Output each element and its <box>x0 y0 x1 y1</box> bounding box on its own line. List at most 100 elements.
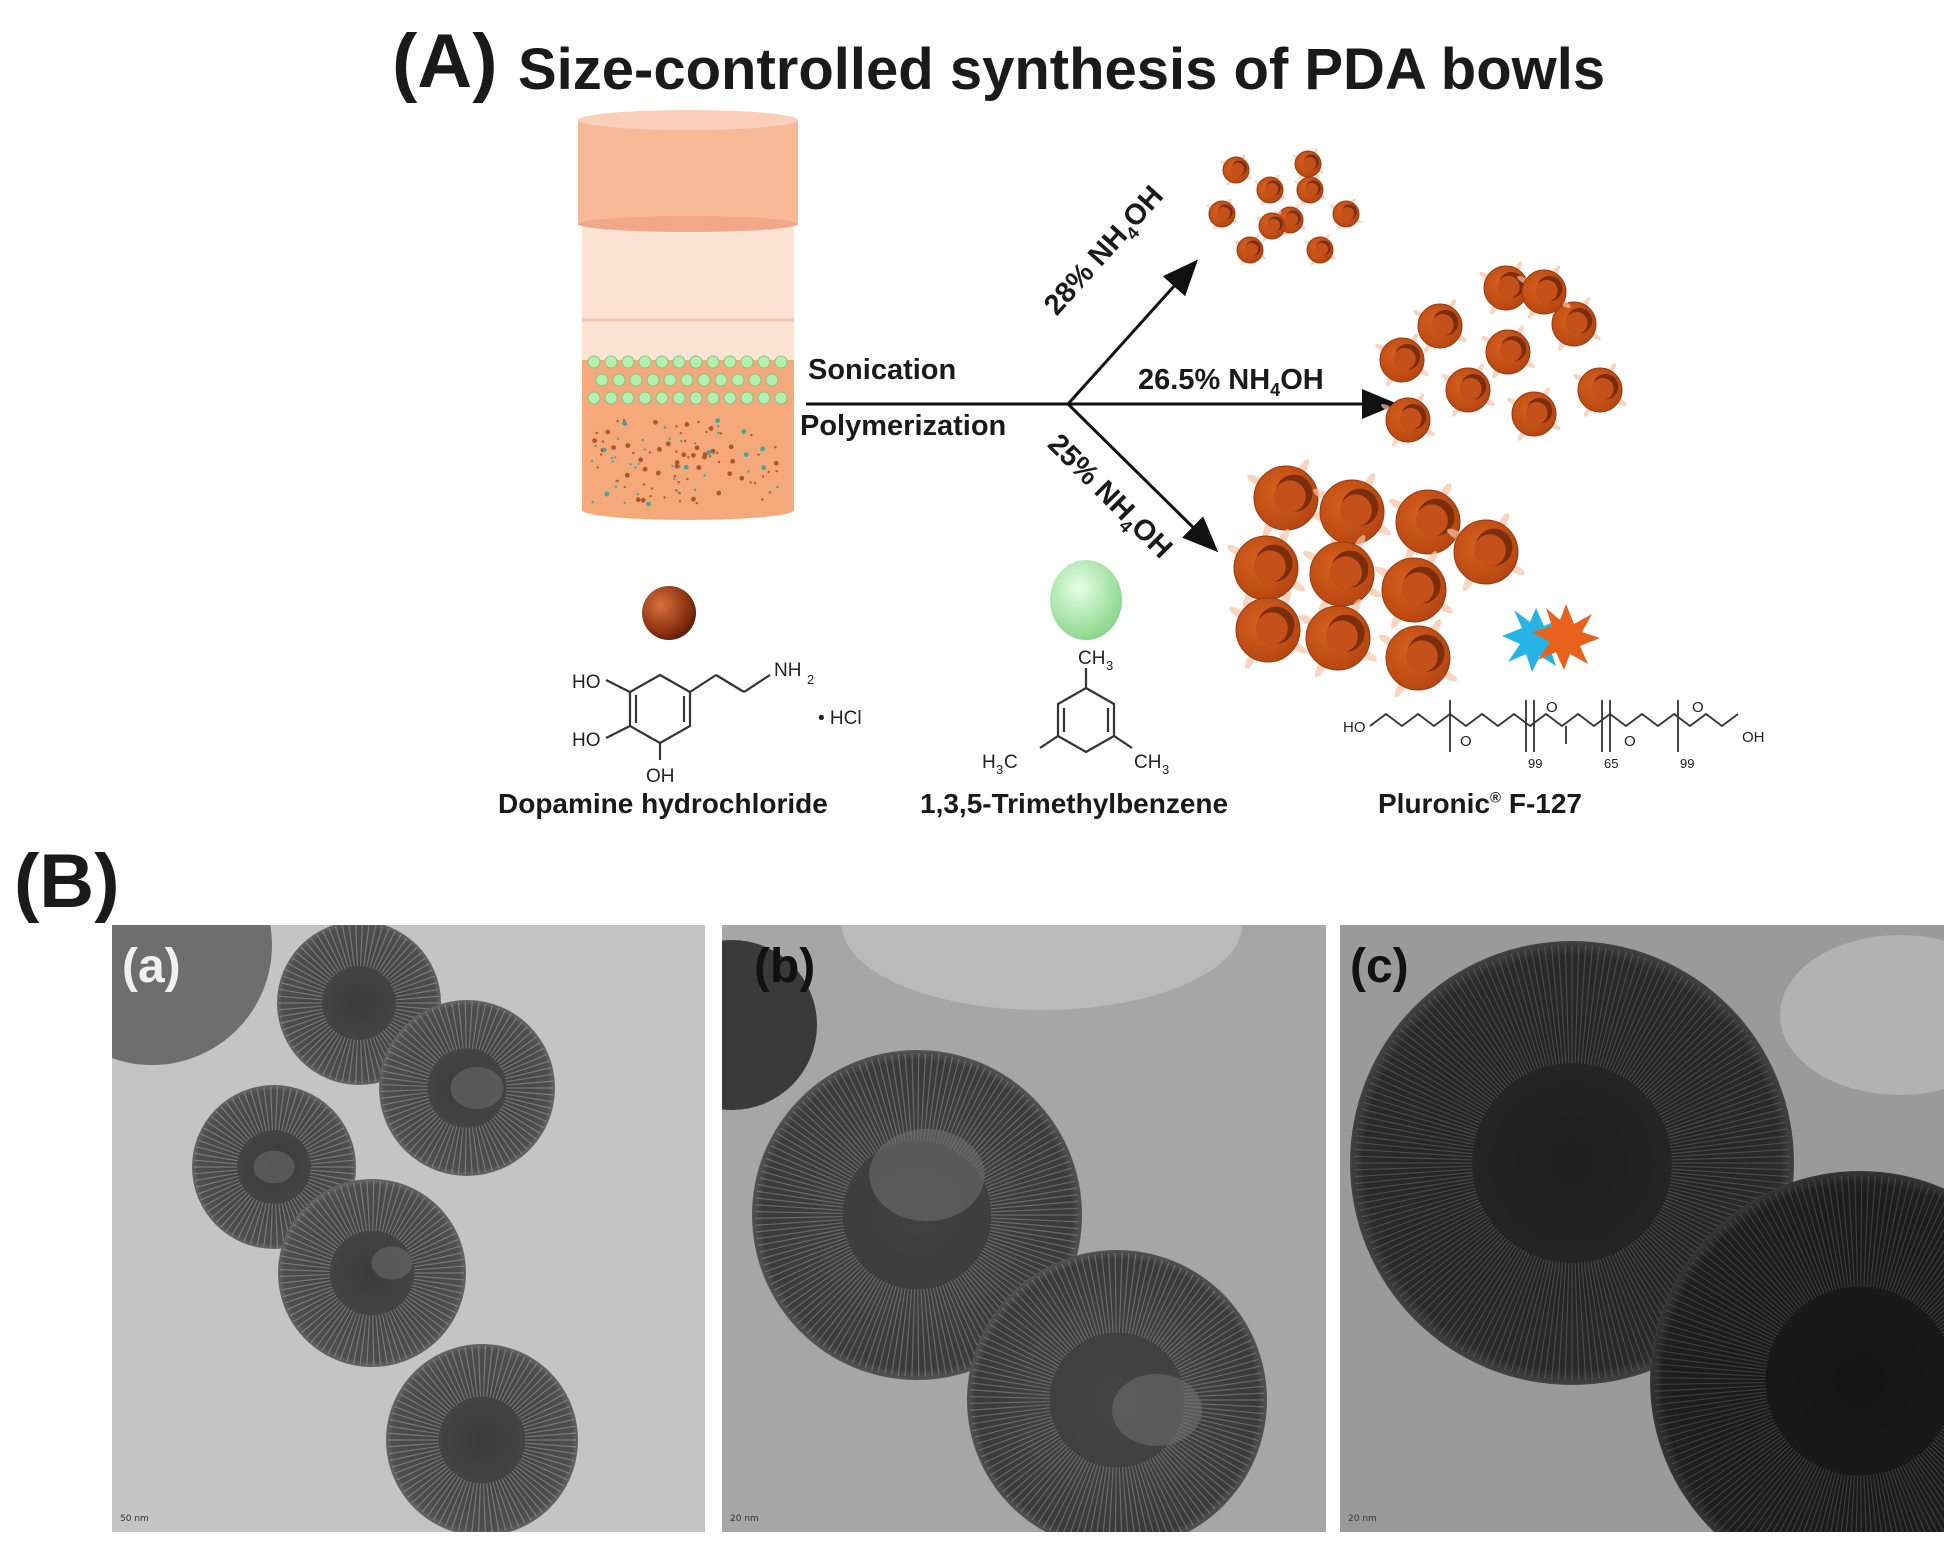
pda-bowl <box>1573 363 1627 417</box>
speckle <box>634 466 637 469</box>
speckle <box>675 489 678 492</box>
speckle <box>594 444 597 448</box>
tem-particle <box>278 1179 466 1367</box>
panel-a-title: Size-controlled synthesis of PDA bowls <box>518 37 1606 102</box>
speckle <box>635 497 641 503</box>
oil-droplet <box>689 391 703 405</box>
tmb-structure <box>1039 668 1133 754</box>
speckle <box>614 485 618 488</box>
speckle <box>749 481 752 484</box>
speckle <box>642 483 646 486</box>
speckle <box>640 497 646 503</box>
speckle <box>757 453 760 456</box>
pluronic-burst-icon <box>1502 604 1600 672</box>
oil-droplets <box>587 355 788 405</box>
oil-droplet <box>723 355 737 369</box>
oil-droplet <box>655 355 669 369</box>
speckle <box>623 485 626 489</box>
oil-droplet <box>697 373 711 387</box>
tem-tag-a: (a) <box>122 940 181 993</box>
step-sonication: Sonication <box>808 354 957 386</box>
oil-droplet <box>740 391 754 405</box>
speckle <box>719 432 723 435</box>
caption-tmb: 1,3,5-Trimethylbenzene <box>920 788 1229 819</box>
pluronic-o4: O <box>1692 699 1704 716</box>
oil-droplet <box>757 391 771 405</box>
pluronic-n2: 65 <box>1604 756 1618 771</box>
speckle <box>679 432 682 435</box>
speckle <box>717 425 720 428</box>
speckle <box>728 444 734 450</box>
tem-particle <box>967 1250 1267 1532</box>
speckle <box>616 437 620 440</box>
pda-bowl <box>1547 297 1601 351</box>
oil-droplet <box>731 373 745 387</box>
speckle <box>648 451 652 454</box>
pluronic-structure <box>1369 700 1739 752</box>
tmb-h3c-tail: C <box>1004 752 1018 773</box>
speckle <box>614 456 617 459</box>
scale-bar-a: 50 nm <box>120 1514 149 1524</box>
speckle <box>622 420 627 426</box>
oil-droplet <box>672 391 686 405</box>
speckle <box>712 452 715 455</box>
speckle <box>671 465 674 468</box>
speckle <box>739 475 745 481</box>
scale-bar-c: 20 nm <box>1348 1514 1377 1524</box>
speckle <box>695 502 698 505</box>
speckle <box>760 446 765 452</box>
oil-droplet <box>587 355 601 369</box>
speckle <box>646 501 651 507</box>
speckle <box>681 452 687 458</box>
speckle <box>683 439 687 443</box>
scale-bar-b: 20 nm <box>730 1514 759 1524</box>
pda-bowl <box>1256 210 1288 242</box>
speckle <box>761 475 765 478</box>
pda-bowl <box>1379 619 1457 697</box>
speckle <box>761 498 764 501</box>
step-polymerization: Polymerization <box>800 410 1007 442</box>
speckle <box>595 431 598 435</box>
oil-droplet <box>740 355 754 369</box>
speckle <box>663 426 667 429</box>
oil-droplet <box>587 391 601 405</box>
jar-cap <box>578 120 798 224</box>
speckle <box>657 447 662 452</box>
pluronic-n1: 99 <box>1528 756 1542 771</box>
pda-bowl <box>1303 535 1381 613</box>
medium-pda-bowls <box>1375 261 1627 447</box>
oil-droplet <box>723 391 737 405</box>
tmb-h3c: H <box>982 752 996 773</box>
oil-droplet <box>612 373 626 387</box>
speckle <box>674 463 680 469</box>
oil-droplet <box>638 391 652 405</box>
speckle <box>753 481 757 485</box>
oil-droplet <box>774 355 788 369</box>
speckle <box>636 493 639 496</box>
speckle <box>665 441 671 447</box>
speckle <box>675 450 678 453</box>
speckle <box>683 464 689 470</box>
small-pda-bowls <box>1206 148 1362 266</box>
panel-b-label: (B) <box>14 839 120 924</box>
oil-droplet <box>621 355 635 369</box>
pluronic-o1: O <box>1460 733 1472 750</box>
arrow-28pct <box>1066 259 1199 406</box>
pda-bowl <box>1220 154 1252 186</box>
oil-droplet <box>646 373 660 387</box>
speckle <box>702 454 707 460</box>
pda-bowl <box>1413 299 1467 353</box>
oil-droplet <box>706 391 720 405</box>
tem-tag-c: (c) <box>1350 940 1409 993</box>
pluronic-o3: O <box>1624 733 1636 750</box>
speckle <box>605 429 611 435</box>
speckle <box>653 419 658 425</box>
oil-droplet <box>714 373 728 387</box>
speckle <box>674 460 680 465</box>
solution-speckles <box>590 418 779 507</box>
pda-bowl <box>1330 198 1362 230</box>
speckle <box>693 442 697 445</box>
oil-droplet <box>638 355 652 369</box>
speckle <box>708 455 712 458</box>
oil-droplet <box>655 391 669 405</box>
